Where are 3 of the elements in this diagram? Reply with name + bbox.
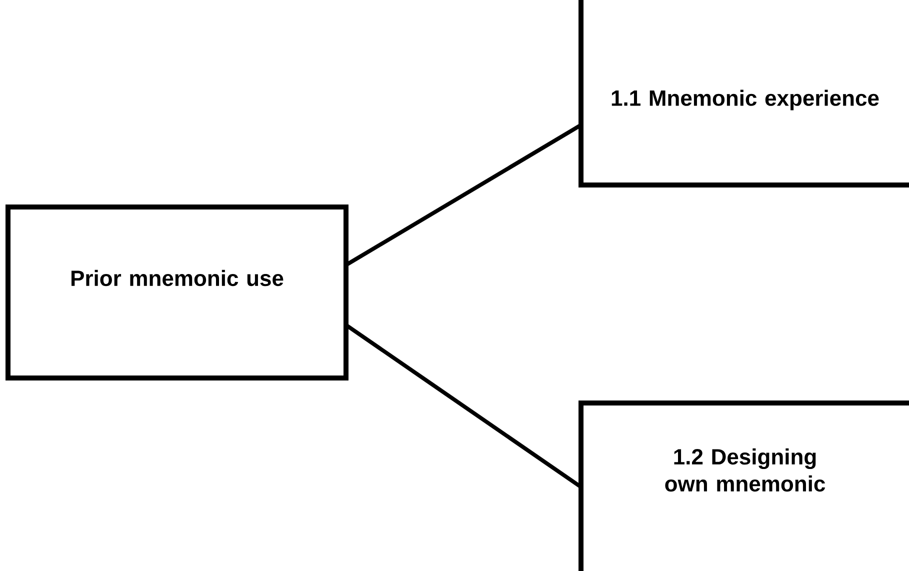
text-box: Prior mnemonic use xyxy=(6,204,348,380)
text-box: 1.1 Mnemonic experience xyxy=(578,0,909,188)
text-box: 1.2 Designing own mnemonic xyxy=(578,400,909,571)
